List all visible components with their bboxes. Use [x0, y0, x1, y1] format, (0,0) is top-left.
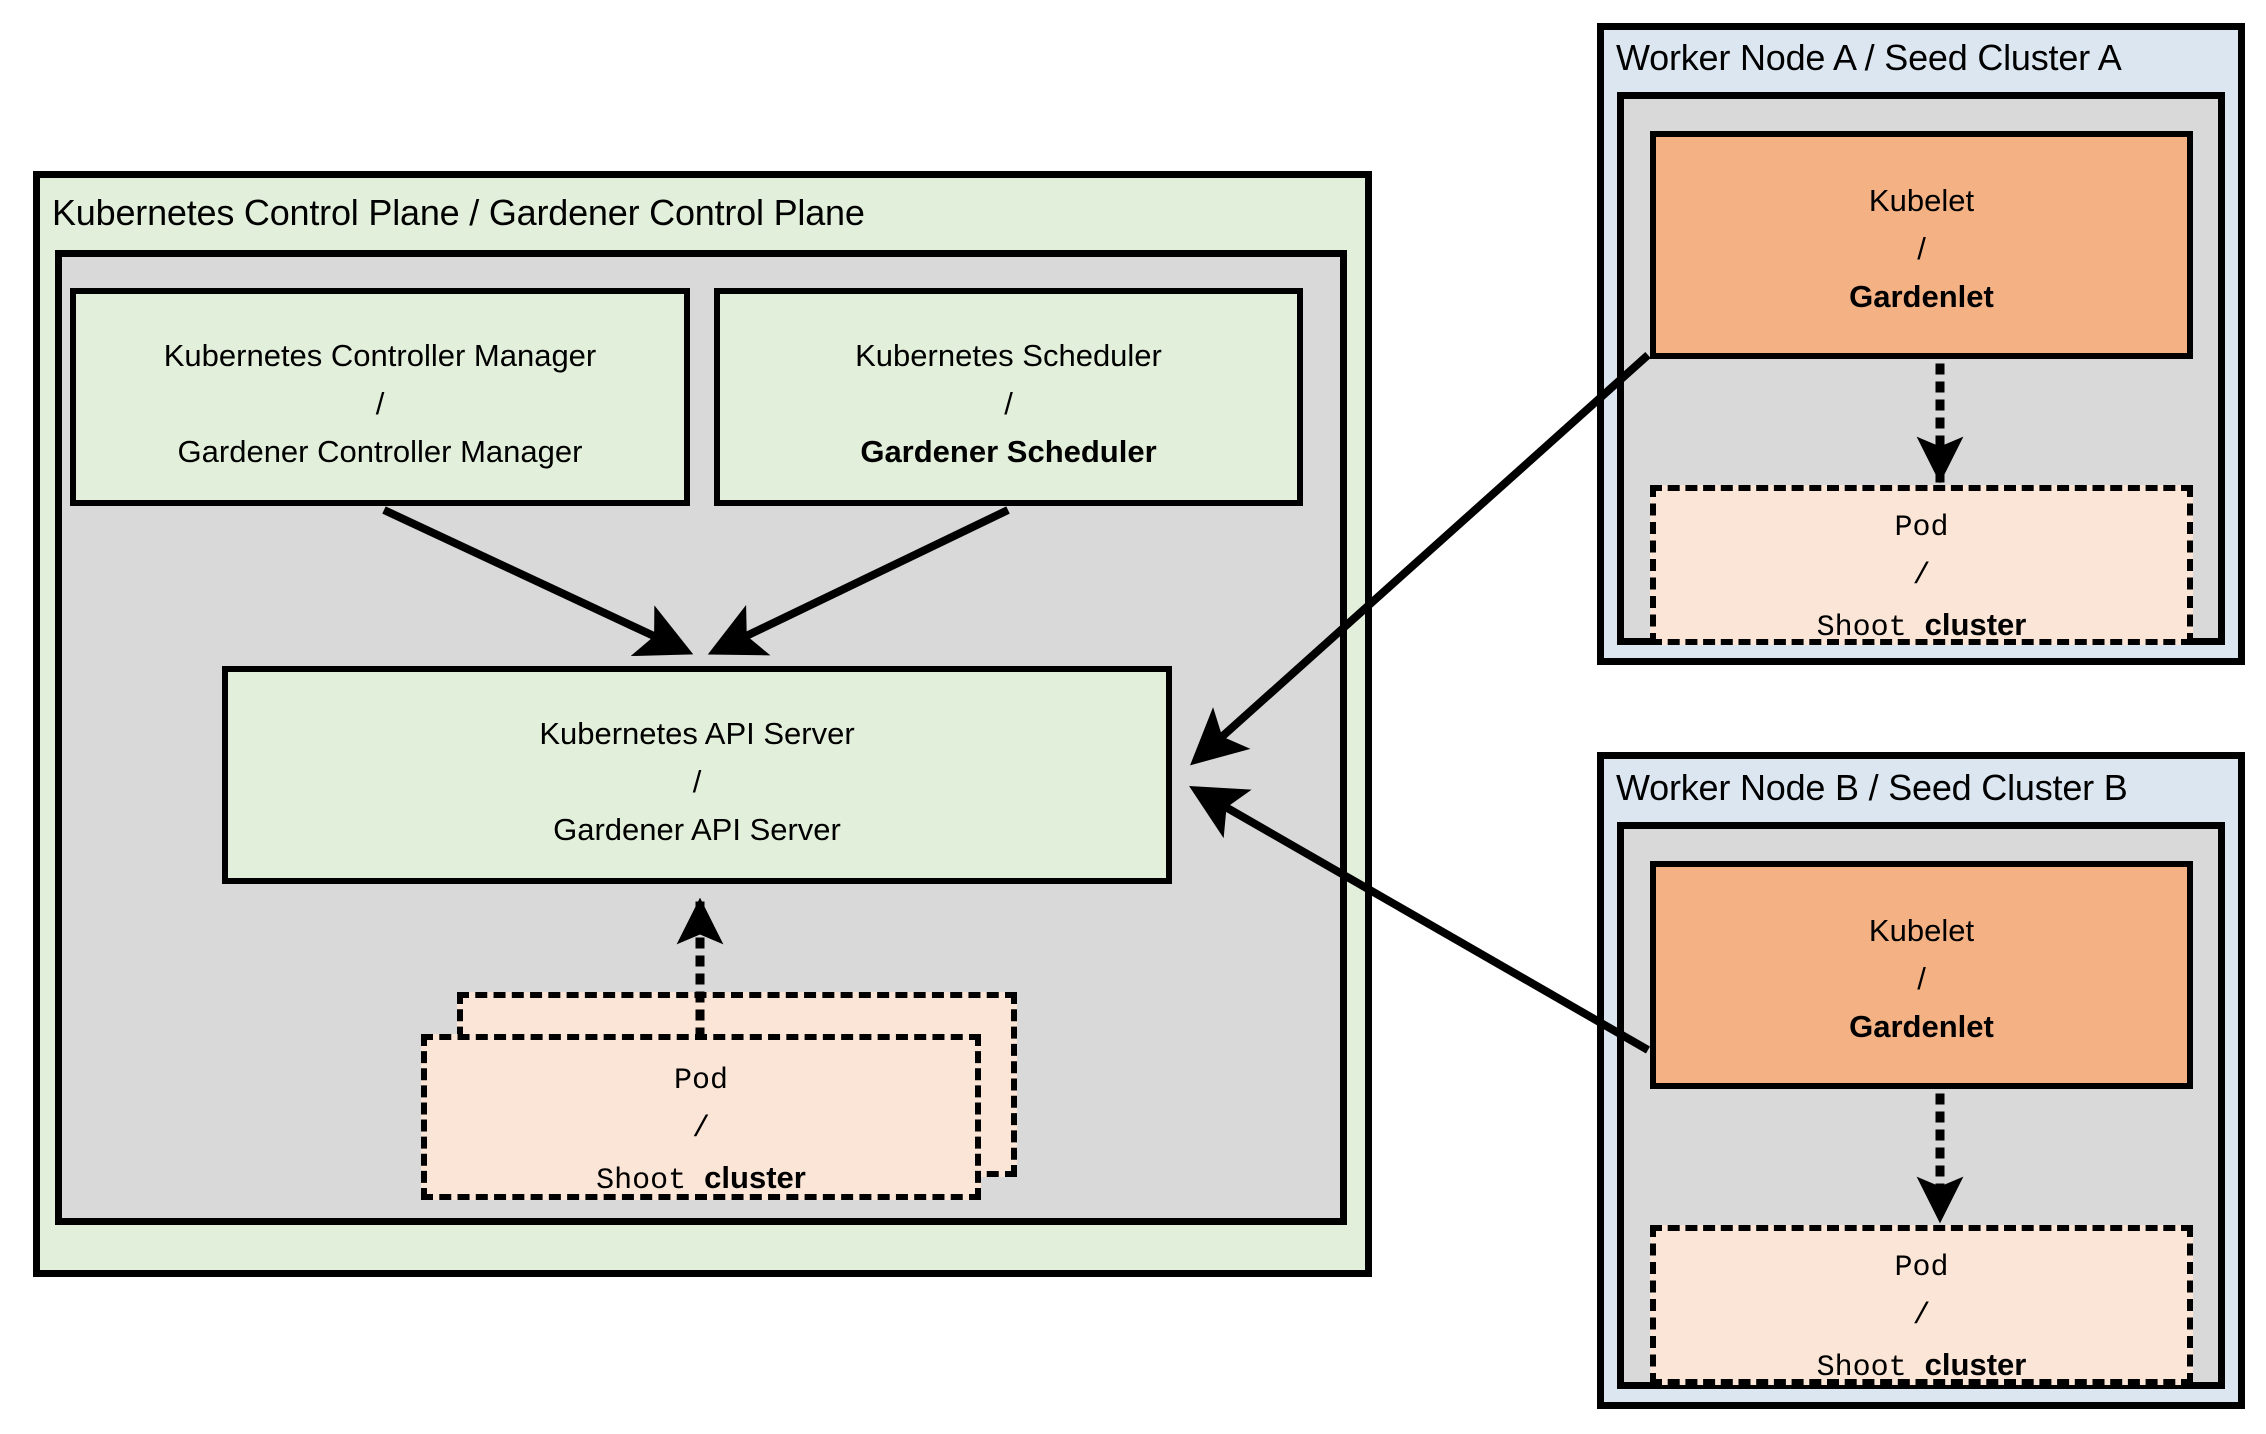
worker-node-b-kubelet-box[interactable]: Kubelet / Gardenlet	[1650, 861, 2193, 1089]
worker-b-kubelet-line2: Gardenlet	[1849, 1009, 1994, 1044]
worker-b-pod-line1: Pod	[1894, 1251, 1949, 1285]
worker-b-pod-line2: Shoot cluster	[1656, 1349, 2187, 1383]
control-plane-title: Kubernetes Control Plane / Gardener Cont…	[52, 192, 865, 233]
worker-b-kubelet-separator: /	[1917, 961, 1926, 996]
worker-b-pod-cluster-label: cluster	[1924, 1347, 2027, 1382]
worker-node-b-title: Worker Node B / Seed Cluster B	[1616, 767, 2128, 808]
worker-a-pod-line1: Pod	[1894, 511, 1949, 545]
kubernetes-api-server-box[interactable]: Kubernetes API Server / Gardener API Ser…	[222, 666, 1172, 884]
controller-manager-separator: /	[375, 386, 385, 421]
controller-manager-line1: Kubernetes Controller Manager	[163, 338, 597, 373]
kubernetes-controller-manager-box[interactable]: Kubernetes Controller Manager / Gardener…	[70, 288, 690, 506]
kubernetes-scheduler-box[interactable]: Kubernetes Scheduler / Gardener Schedule…	[714, 288, 1303, 506]
worker-a-pod-separator: /	[1912, 559, 1931, 593]
scheduler-line1: Kubernetes Scheduler	[855, 338, 1162, 373]
worker-node-a-title: Worker Node A / Seed Cluster A	[1616, 37, 2122, 78]
controller-manager-line2: Gardener Controller Manager	[177, 434, 583, 469]
worker-b-kubelet-line1: Kubelet	[1868, 913, 1975, 948]
worker-b-pod-separator: /	[1912, 1299, 1931, 1333]
worker-node-a-kubelet-box[interactable]: Kubelet / Gardenlet	[1650, 131, 2193, 359]
control-plane-pod-cluster-label: cluster	[704, 1160, 806, 1195]
api-server-separator: /	[692, 764, 702, 799]
control-plane-pod-line2: Shoot cluster	[427, 1162, 975, 1196]
worker-a-pod-shoot-label: Shoot	[1816, 611, 1925, 645]
control-plane-pod-shoot-label: Shoot	[596, 1164, 705, 1198]
control-plane-pod-line1: Pod	[673, 1064, 728, 1098]
worker-node-b-pod-box[interactable]: Pod / Shoot cluster	[1650, 1225, 2193, 1385]
worker-a-kubelet-line2: Gardenlet	[1849, 279, 1994, 314]
worker-a-kubelet-line1: Kubelet	[1868, 183, 1975, 218]
scheduler-separator: /	[1004, 386, 1013, 421]
control-plane-pod-box[interactable]: Pod / Shoot cluster	[421, 1034, 981, 1200]
control-plane-pod-separator: /	[691, 1112, 710, 1146]
scheduler-line2: Gardener Scheduler	[860, 434, 1157, 469]
worker-a-pod-line2: Shoot cluster	[1656, 609, 2187, 643]
worker-b-pod-shoot-label: Shoot	[1816, 1351, 1925, 1385]
api-server-line2: Gardener API Server	[553, 812, 841, 847]
api-server-line1: Kubernetes API Server	[539, 716, 855, 751]
worker-a-pod-cluster-label: cluster	[1924, 607, 2027, 642]
worker-node-a-pod-box[interactable]: Pod / Shoot cluster	[1650, 485, 2193, 645]
worker-a-kubelet-separator: /	[1917, 231, 1926, 266]
